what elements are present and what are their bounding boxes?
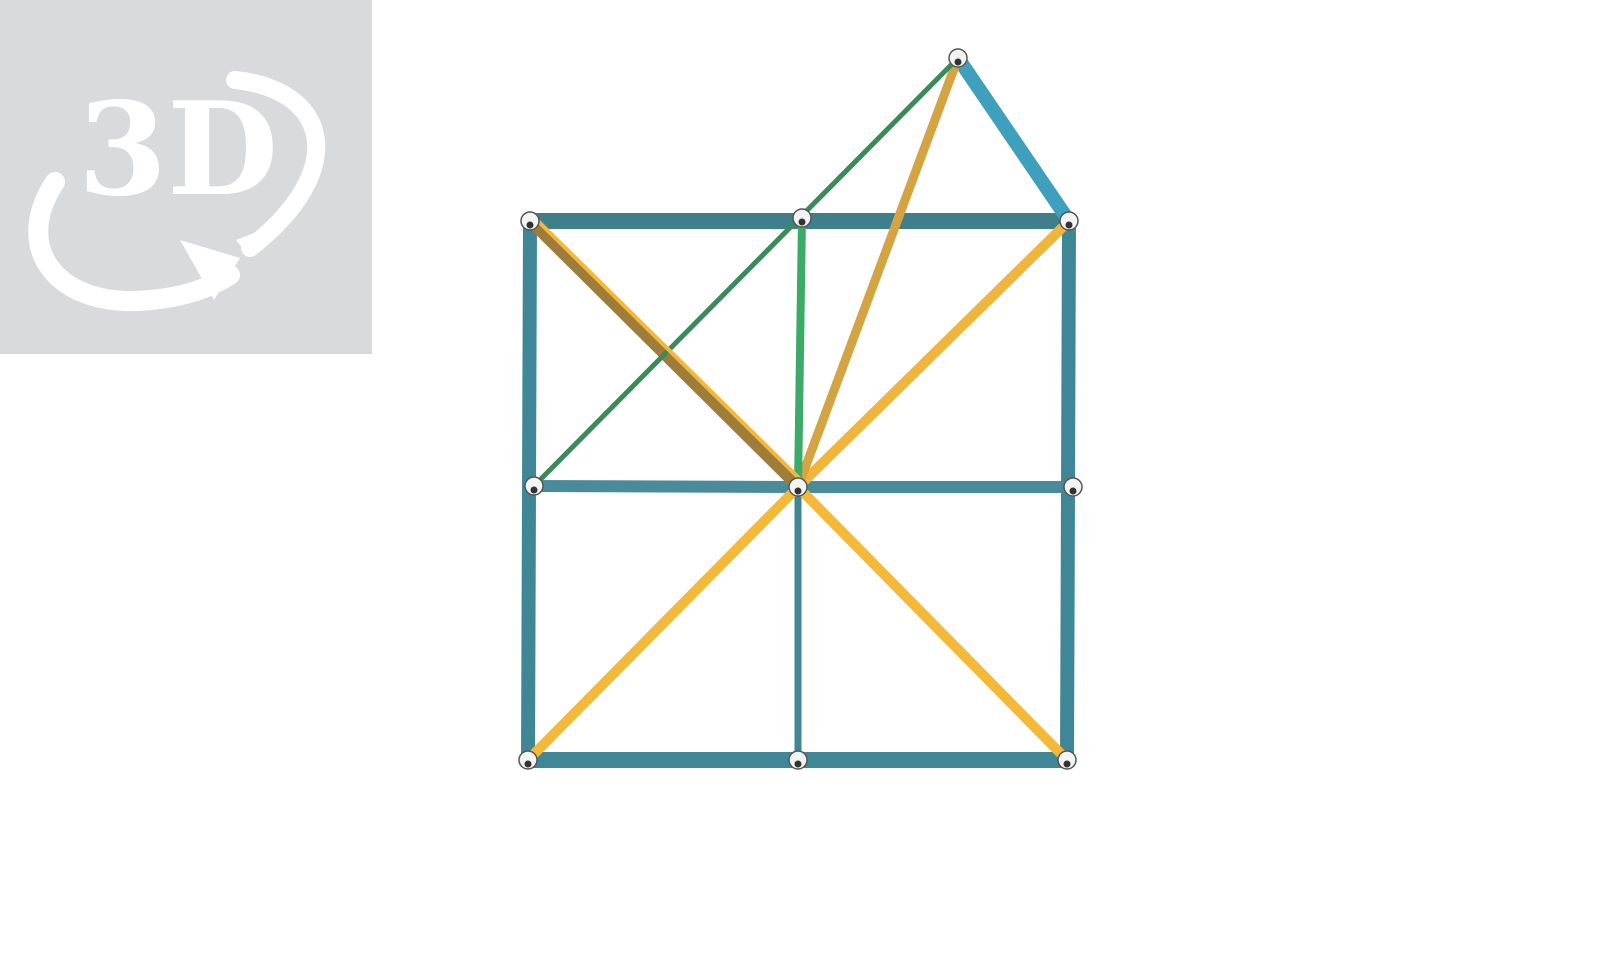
node-hole [1063,760,1071,768]
node-hole [794,487,802,495]
node-top-left [520,211,540,231]
node-hole [798,218,806,226]
node-hole [1069,487,1077,495]
rod-top-right-to-apex [951,51,1076,228]
node-hole [1065,221,1073,229]
rod-center-to-bottom-right [793,482,1072,765]
node-top-right [1059,211,1079,231]
rotate-3d-icon: 3D [28,71,326,312]
arrowhead-icon [180,240,240,300]
3d-label: 3D [78,75,278,225]
node-hole [794,760,802,768]
arc-tip [236,230,262,255]
rod-apex-to-center [793,53,963,492]
node-bottom-left [518,750,538,770]
rod-top-mid-to-center [794,214,806,491]
node-top-mid [792,208,812,228]
node-bottom-right [1057,750,1077,770]
node-mid-left [524,476,544,496]
node-mid-right [1063,477,1083,497]
node-center [788,477,808,497]
rod-highlight [534,217,804,483]
rod-top-right-to-center [793,216,1074,492]
rod-apex-to-mid-left [531,55,961,489]
rods-group [520,51,1079,768]
node-hole [530,486,538,494]
node-hole [524,760,532,768]
rod-mid-left-to-center [528,480,804,493]
node-hole [526,221,534,229]
arc-upper-right [226,71,326,257]
node-hole [954,58,962,66]
3d-view-button[interactable]: 3D [0,0,372,354]
node-top-apex [948,48,968,68]
rod-center-to-bottom-left [523,482,803,765]
nodes-group [518,48,1083,770]
arc-lower-left [28,172,240,312]
node-bottom-mid [788,750,808,770]
